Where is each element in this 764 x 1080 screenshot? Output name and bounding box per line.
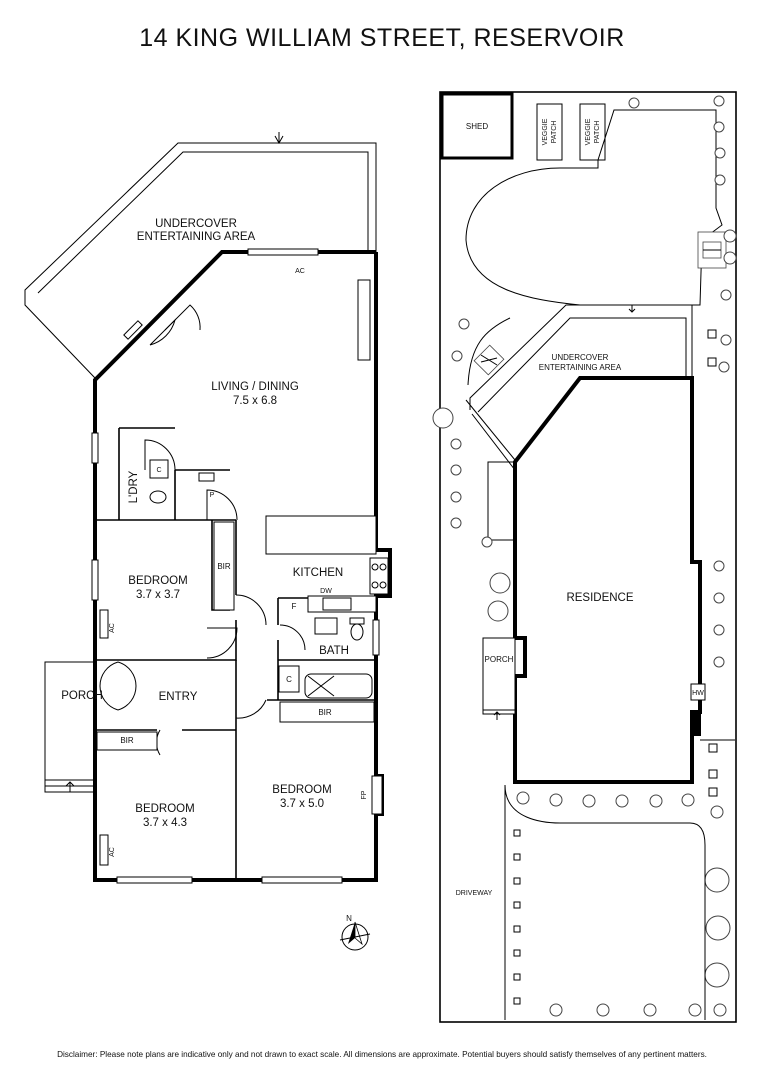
veggie-patch-2 [579,103,606,161]
plan-title: 14 KING WILLIAM STREET, RESERVOIR [139,24,625,52]
ac-label-3: AC [109,847,116,857]
residence [513,376,702,784]
brick-pads [473,231,727,376]
floor-plan: UNDERCOVER ENTERTAINING AREA LIVING / DI… [24,132,392,884]
exterior-walls [93,250,392,882]
site-boundary [439,91,737,1023]
bath-label: BATH [319,645,349,657]
living-label: LIVING / DINING [211,381,299,393]
bedroom1-label: BEDROOM [128,575,187,587]
site-porch-label: PORCH [485,655,514,664]
fixtures [96,279,389,866]
veggie-label-2b: PATCH [594,121,601,144]
site-undercover [469,304,693,413]
bir-label-2: BIR [120,736,134,745]
kitchen-label: KITCHEN [293,567,343,579]
bedroom3-size: 3.7 x 5.0 [280,798,324,810]
undercover-label-1: UNDERCOVER [155,218,237,230]
residence-label: RESIDENCE [566,592,633,604]
living-size: 7.5 x 6.8 [233,395,277,407]
site-plan: SHED VEGGIE PATCH VEGGIE PATCH UNDERCOVE… [432,91,737,1023]
pantry-label: P [210,492,215,499]
shed-label: SHED [466,122,488,131]
fridge-label: F [292,602,297,611]
dw-label: DW [320,588,332,595]
pavers [513,329,718,1005]
bedroom3-label: BEDROOM [272,784,331,796]
cupboard-label-1: C [156,467,161,474]
driveway-label: DRIVEWAY [456,890,493,897]
ac-label-2: AC [109,623,116,633]
windows [91,248,380,884]
front-porch [44,661,96,793]
veggie-label-1b: PATCH [551,121,558,144]
bir-label-1: BIR [217,562,231,571]
site-undercover-label-2: ENTERTAINING AREA [539,363,622,372]
hw-label: HW [692,690,704,697]
disclaimer: Disclaimer: Please note plans are indica… [57,1050,707,1059]
veggie-label-1a: VEGGIE [542,118,549,145]
cupboard-label-2: C [286,675,292,684]
compass: N [339,914,371,951]
fireplace-label: FP [361,790,368,799]
bir-label-3: BIR [318,708,332,717]
driveway [504,739,735,1020]
shed [440,92,514,160]
bedroom2-size: 3.7 x 4.3 [143,817,187,829]
entry-label: ENTRY [159,691,198,703]
bedroom2-label: BEDROOM [135,803,194,815]
site-porch [482,637,516,715]
undercover-area [24,132,377,379]
bedroom1-size: 3.7 x 3.7 [136,589,180,601]
veggie-label-2a: VEGGIE [585,118,592,145]
veggie-patch-1 [536,103,563,161]
trees [432,95,737,1017]
undercover-label-2: ENTERTAINING AREA [137,231,256,243]
floor-labels: UNDERCOVER ENTERTAINING AREA LIVING / DI… [61,218,368,857]
compass-north-label: N [346,914,352,923]
site-undercover-label-1: UNDERCOVER [552,353,609,362]
porch-label: PORCH [61,690,103,702]
ac-label-1: AC [295,268,305,275]
site-labels: SHED VEGGIE PATCH VEGGIE PATCH UNDERCOVE… [456,118,705,897]
laundry-label: L'DRY [128,470,140,503]
